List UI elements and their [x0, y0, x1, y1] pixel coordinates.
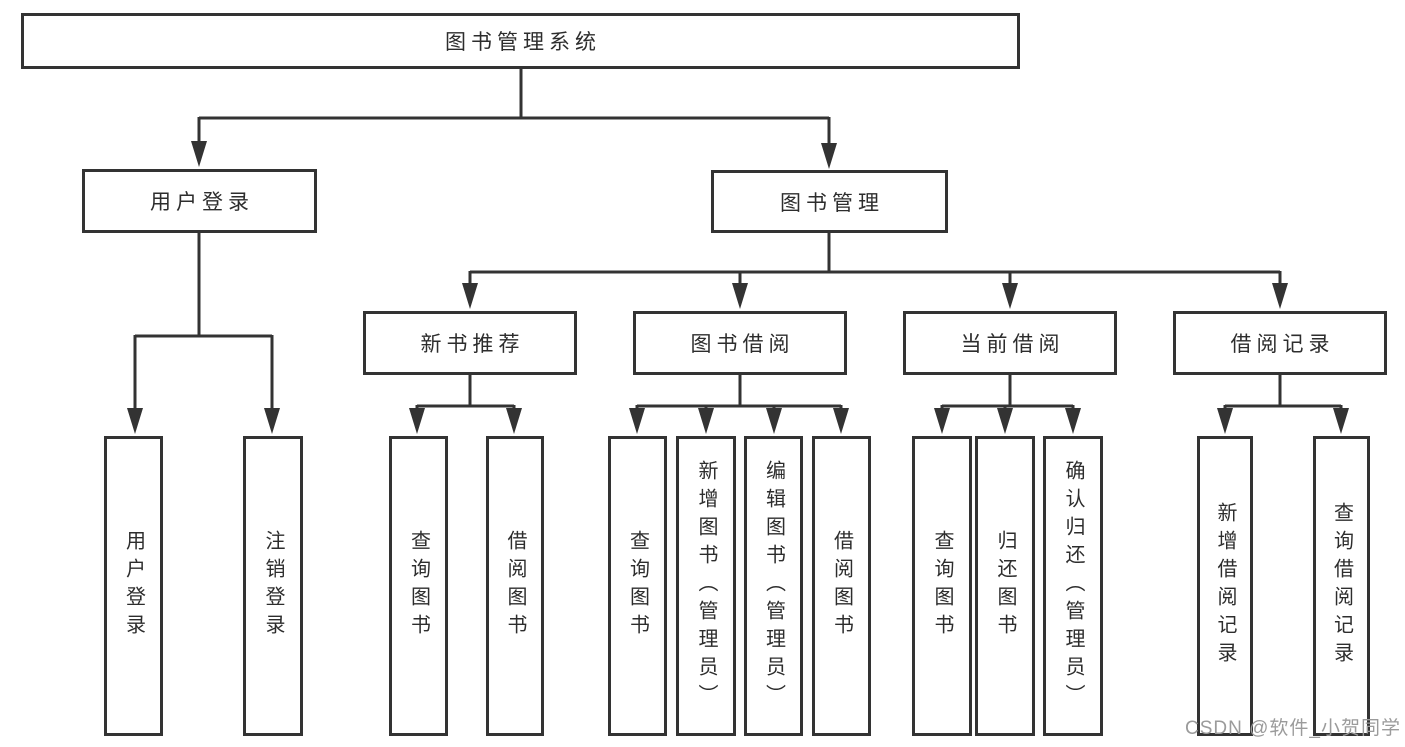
node-label: 图书借阅 — [690, 333, 795, 356]
leaf-label: 编辑图书（管理员） — [762, 460, 785, 712]
leaf-label: 新增借阅记录 — [1214, 502, 1236, 670]
leaf-label: 确认归还（管理员） — [1062, 460, 1084, 712]
leaf-query-books-current: 查询图书 — [912, 436, 972, 736]
connector-records-to-leaves — [1223, 375, 1343, 413]
leaf-user-login: 用户登录 — [104, 436, 163, 736]
leaf-label: 借阅图书 — [830, 530, 853, 642]
connector-newbook-to-leaves — [415, 375, 516, 413]
node-book-borrowing: 图书借阅 — [633, 311, 847, 375]
node-new-book-recommend: 新书推荐 — [363, 311, 577, 375]
leaf-borrow-books-borrowing: 借阅图书 — [812, 436, 871, 736]
leaf-edit-book-admin: 编辑图书（管理员） — [744, 436, 803, 736]
leaf-add-book-admin: 新增图书（管理员） — [676, 436, 736, 736]
leaf-label: 用户登录 — [122, 530, 145, 642]
node-user-login: 用户登录 — [82, 169, 317, 233]
leaf-query-borrow-record: 查询借阅记录 — [1313, 436, 1370, 736]
leaf-confirm-return-admin: 确认归还（管理员） — [1043, 436, 1103, 736]
node-library-system: 图书管理系统 — [21, 13, 1020, 69]
connector-borrowing-to-leaves — [635, 375, 843, 413]
csdn-watermark: CSDN @软件_小贺同学 — [1185, 718, 1401, 739]
connector-userlogin-to-leaves — [133, 233, 274, 413]
node-label: 用户登录 — [150, 191, 254, 214]
node-label: 图书管理系统 — [445, 31, 601, 54]
leaf-logout: 注销登录 — [243, 436, 303, 736]
arrowheads — [127, 141, 1349, 434]
leaf-label: 查询图书 — [931, 530, 953, 642]
leaf-add-borrow-record: 新增借阅记录 — [1197, 436, 1253, 736]
connector-current-to-leaves — [940, 375, 1075, 413]
node-current-borrowing: 当前借阅 — [903, 311, 1117, 375]
leaf-borrow-books-recommend: 借阅图书 — [486, 436, 544, 736]
node-label: 当前借阅 — [960, 333, 1065, 356]
node-label: 图书管理 — [780, 191, 884, 215]
leaf-label: 查询借阅记录 — [1330, 502, 1353, 670]
node-label: 新书推荐 — [420, 333, 525, 356]
leaf-query-books-recommend: 查询图书 — [389, 436, 448, 736]
node-book-management: 图书管理 — [711, 170, 948, 233]
connector-bookmgmt-to-level3 — [468, 233, 1282, 289]
leaf-label: 归还图书 — [994, 530, 1016, 642]
leaf-label: 查询图书 — [407, 530, 430, 642]
node-borrowing-records: 借阅记录 — [1173, 311, 1387, 375]
leaf-label: 借阅图书 — [504, 530, 526, 642]
connector-root-to-level2 — [197, 69, 831, 148]
leaf-query-books-borrowing: 查询图书 — [608, 436, 667, 736]
leaf-return-books: 归还图书 — [975, 436, 1035, 736]
leaf-label: 注销登录 — [262, 530, 284, 642]
leaf-label: 查询图书 — [626, 530, 649, 642]
node-label: 借阅记录 — [1230, 333, 1335, 356]
leaf-label: 新增图书（管理员） — [695, 460, 717, 712]
